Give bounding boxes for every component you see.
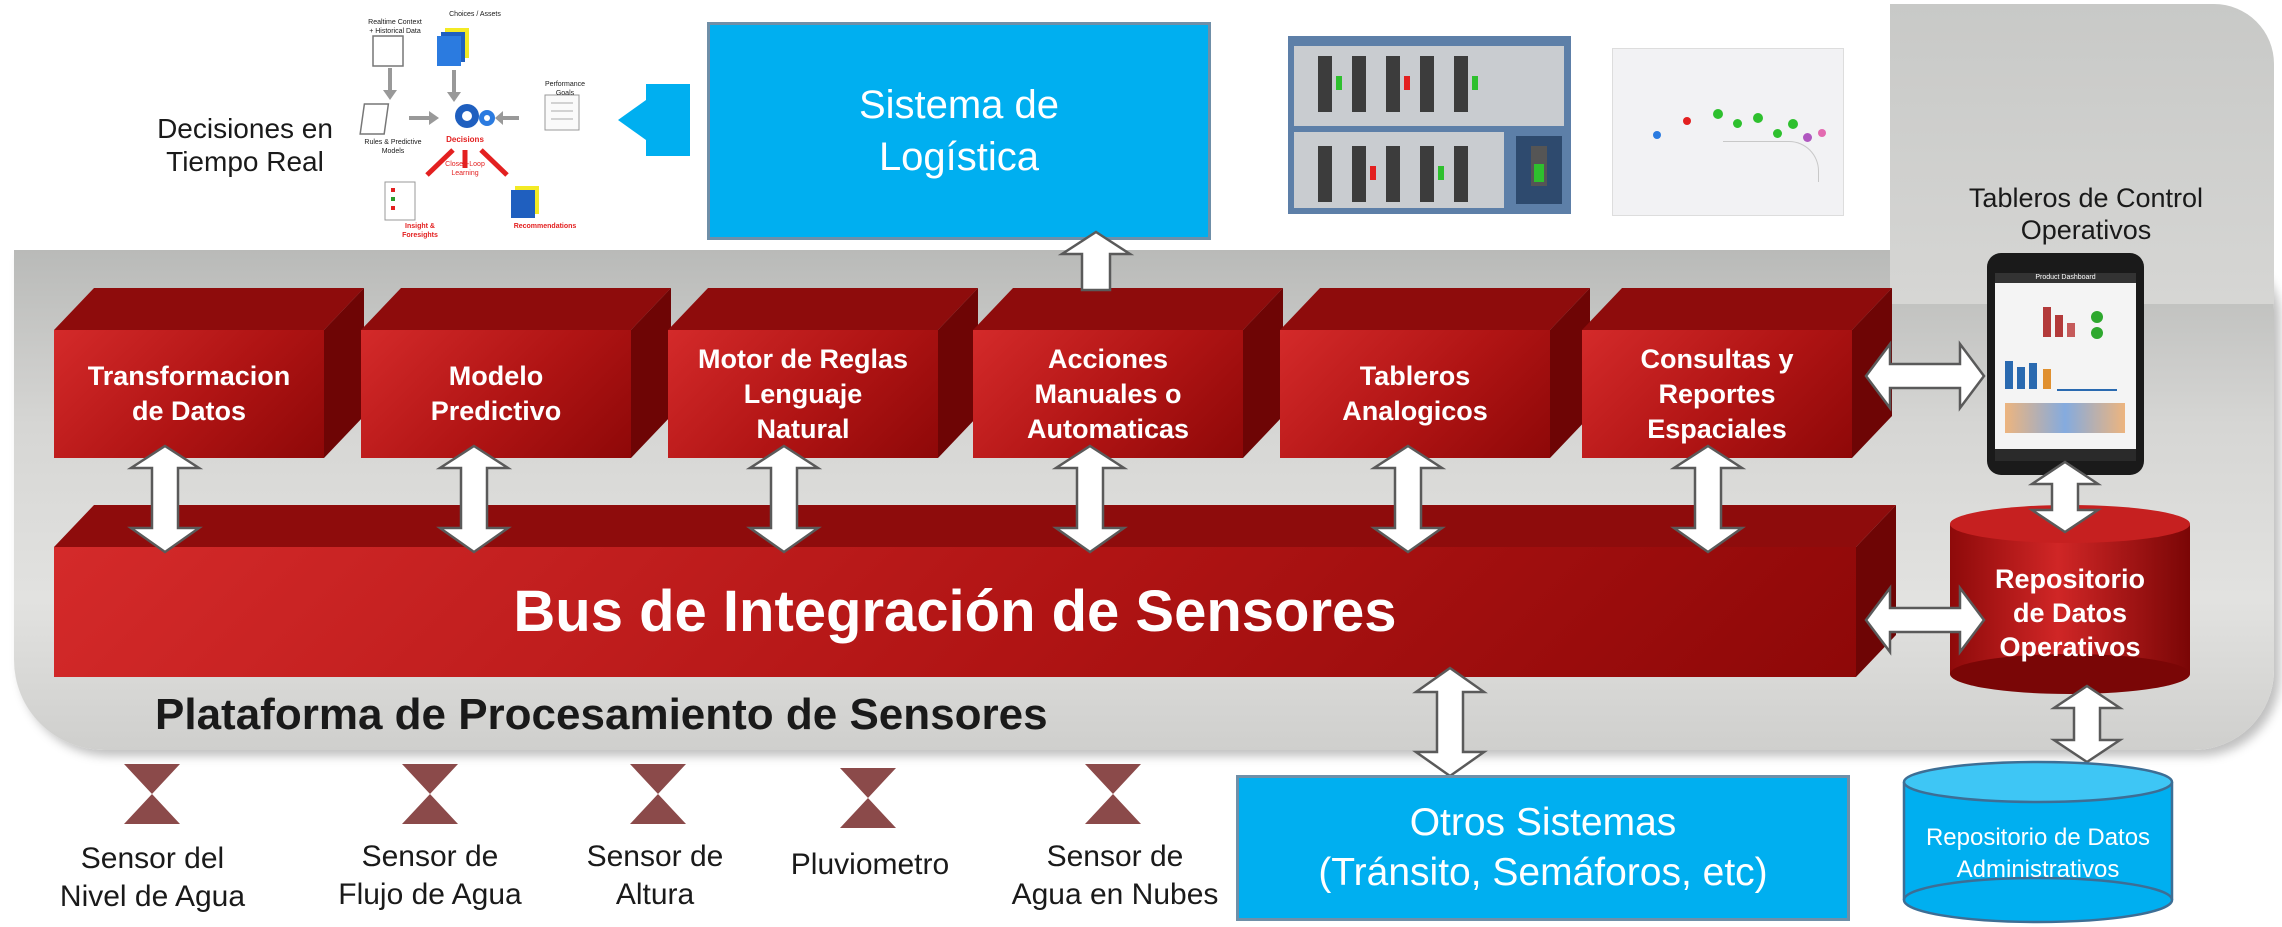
arrow-module-6-bus: [1669, 444, 1747, 554]
hourglass-icon: [840, 768, 896, 828]
control-panel-screenshot: [1288, 36, 1571, 214]
arrow-module-5-bus: [1369, 444, 1447, 554]
sensor-cloud-water: Sensor de Agua en Nubes: [1011, 840, 1219, 911]
logistics-system-box: Sistema de Logística: [707, 22, 1211, 240]
decisions-label: Decisiones en Tiempo Real: [157, 113, 333, 177]
platform-title: Plataforma de Procesamiento de Sensores: [155, 690, 1048, 739]
module-rules-engine: Motor de Reglas Lenguaje Natural: [668, 288, 978, 458]
mini-decisions: Decisions: [446, 135, 484, 144]
sensor-rain-gauge: Pluviometro: [790, 848, 950, 881]
hourglass-icon: [630, 764, 686, 824]
tablet-title: Product Dashboard: [1995, 273, 2136, 283]
blue-left-arrow: [618, 84, 690, 156]
mini-insight: Insight & Foresights: [402, 223, 438, 239]
arrow-module-4-logistics: [1057, 230, 1135, 292]
module-actions: Acciones Manuales o Automaticas: [973, 288, 1283, 458]
hourglass-icon: [124, 764, 180, 824]
mini-closed-loop: Closed-Loop Learning: [445, 161, 485, 177]
arrow-module-3-bus: [745, 444, 823, 554]
sensor-water-flow: Sensor de Flujo de Agua: [338, 840, 522, 911]
sensor-height: Sensor de Altura: [586, 840, 724, 911]
module-data-transformation: Transformacion de Datos: [54, 288, 364, 458]
module-predictive-model: Modelo Predictivo: [361, 288, 671, 458]
operational-repository-label: Repositorio de Datos Operativos: [1994, 564, 2145, 662]
mini-realtime: Realtime Context + Historical Data: [368, 19, 422, 35]
arrow-module-4-bus: [1051, 444, 1129, 554]
arrow-module-1-bus: [126, 444, 204, 554]
decisions-diagram: [359, 28, 580, 221]
hourglass-icon: [1085, 764, 1141, 824]
arrow-spatial-tablet: [1864, 340, 1986, 412]
mini-rules: Rules & Predictive Models: [364, 139, 422, 155]
admin-repository-cylinder: [1902, 760, 2174, 924]
sensor-water-level: Sensor del Nivel de Agua: [59, 842, 246, 913]
mini-choices: Choices / Assets: [449, 11, 501, 18]
arrow-tablet-repo: [2027, 460, 2103, 534]
arrow-bus-other-systems: [1412, 666, 1488, 778]
other-systems-box: Otros Sistemas (Tránsito, Semáforos, etc…: [1236, 775, 1850, 921]
map-screenshot: [1612, 48, 1844, 216]
module-analog-dashboards: Tableros Analogicos: [1280, 288, 1590, 458]
mini-performance: Performance Goals: [544, 81, 586, 97]
arrow-module-2-bus: [435, 444, 513, 554]
arrow-bus-repo: [1864, 584, 1986, 656]
mini-recommendations: Recommendations: [513, 223, 577, 230]
arrow-repo-admin-repo: [2049, 684, 2125, 764]
module-spatial-queries: Consultas y Reportes Espaciales: [1582, 288, 1892, 458]
tablet-device: Product Dashboard: [1987, 253, 2144, 475]
admin-repository-label: Repositorio de Datos Administrativos: [1925, 824, 2151, 883]
dashboards-label: Tableros de Control Operativos: [1968, 183, 2204, 245]
hourglass-icon: [402, 764, 458, 824]
sensor-integration-bus: Bus de Integración de Sensores: [54, 505, 1896, 677]
